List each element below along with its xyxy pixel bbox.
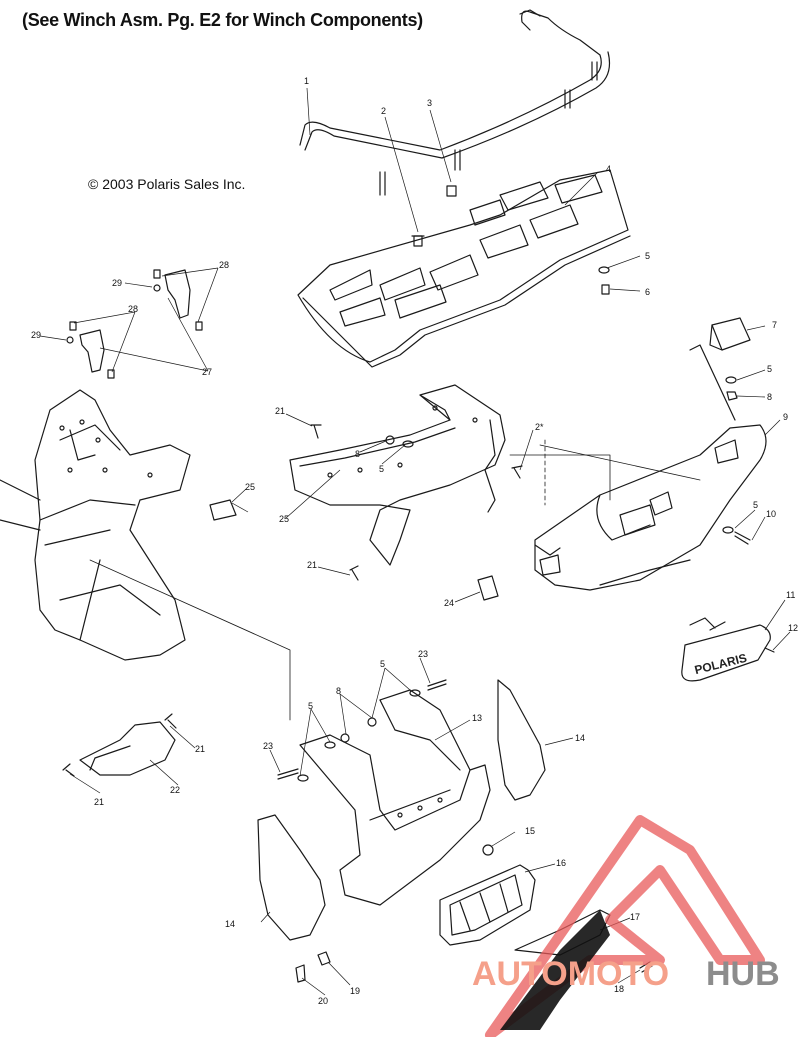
bolt [734,531,751,545]
watermark-logo-mark [485,815,765,1037]
bolt [277,768,299,780]
front-rack-plate [297,169,631,368]
callout-5: 5 [753,500,758,510]
bumper-brackets [66,269,203,379]
callout-2-star: 2* [535,422,544,432]
washer [598,266,610,274]
washer [402,440,414,448]
callout-29: 29 [31,330,41,340]
washer [297,774,309,782]
side-shield-left [257,814,326,941]
screw [601,284,610,295]
winch-reference-note: (See Winch Asm. Pg. E2 for Winch Compone… [22,10,423,30]
callout-1: 1 [304,76,309,86]
decal-screw [764,647,775,653]
callout-4: 4 [606,164,611,174]
front-rack-tube [299,9,611,196]
lower-mount-bracket [79,721,176,776]
callout-18: 18 [614,984,624,994]
callout-28: 28 [128,304,138,314]
callout-15: 15 [525,826,535,836]
callout-28: 28 [219,260,229,270]
bumper-frame [299,689,491,906]
callout-5: 5 [380,659,385,669]
callout-20: 20 [318,996,328,1006]
callout-9: 9 [783,412,788,422]
callout-25: 25 [279,514,289,524]
callout-5: 5 [767,364,772,374]
bolts [62,424,523,777]
callout-leaders [39,87,791,996]
callout-21: 21 [307,560,317,570]
callout-11: 11 [786,590,795,600]
watermark-text-hub: HUB [706,955,780,993]
front-bumper [534,344,767,591]
callout-2: 2 [381,106,386,116]
clip [317,951,331,966]
callout-21: 21 [275,406,285,416]
spacer-block [209,499,237,521]
callout-8: 8 [336,686,341,696]
callout-labels: 1 2 3 4 5 6 7 5 8 9 5 10 11 12 21 8 5 2*… [31,76,798,1006]
side-shield-right [497,679,546,801]
washer [722,526,734,534]
nut [340,733,350,743]
grille-fastener [482,844,494,856]
callout-12: 12 [788,623,798,633]
callout-14: 14 [575,733,585,743]
callout-5: 5 [379,464,384,474]
reflector [709,317,751,351]
callout-6: 6 [645,287,650,297]
callout-29: 29 [112,278,122,288]
frame-front-section [0,389,191,661]
assembly-leader-line [539,444,701,481]
callout-5: 5 [645,251,650,261]
callout-22: 22 [170,785,180,795]
callout-25: 25 [245,482,255,492]
warning-label [477,575,499,601]
callout-10: 10 [766,509,776,519]
copyright-notice: © 2003 Polaris Sales Inc. [88,176,246,192]
rack-nut [446,185,457,197]
callout-23: 23 [263,741,273,751]
bolt [427,679,447,691]
assembly-leader-line [89,559,291,721]
callout-17: 17 [630,912,640,922]
callout-16: 16 [556,858,566,868]
callout-13: 13 [472,713,482,723]
callout-21: 21 [94,797,104,807]
callout-24: 24 [444,598,454,608]
callout-27: 27 [202,367,212,377]
watermark-text-automoto: AUTOMOTO [472,955,669,993]
washer [725,376,737,384]
callout-5: 5 [308,701,313,711]
nut [367,717,377,727]
callout-7: 7 [772,320,777,330]
grille-screen [439,864,536,946]
polaris-decal [681,617,771,682]
callout-23: 23 [418,649,428,659]
washer [324,741,336,749]
nut [726,391,738,401]
watermark-logo-shadow [500,910,610,1030]
callout-21: 21 [195,744,205,754]
washer [409,689,421,697]
callout-19: 19 [350,986,360,996]
automotohub-watermark: AUTOMOTO HUB [472,815,780,1037]
callout-14: 14 [225,919,235,929]
assembly-leader-line [509,454,611,501]
callout-3: 3 [427,98,432,108]
callout-8: 8 [355,449,360,459]
callout-8: 8 [767,392,772,402]
rack-support-bracket [289,384,506,566]
nut [385,435,395,445]
